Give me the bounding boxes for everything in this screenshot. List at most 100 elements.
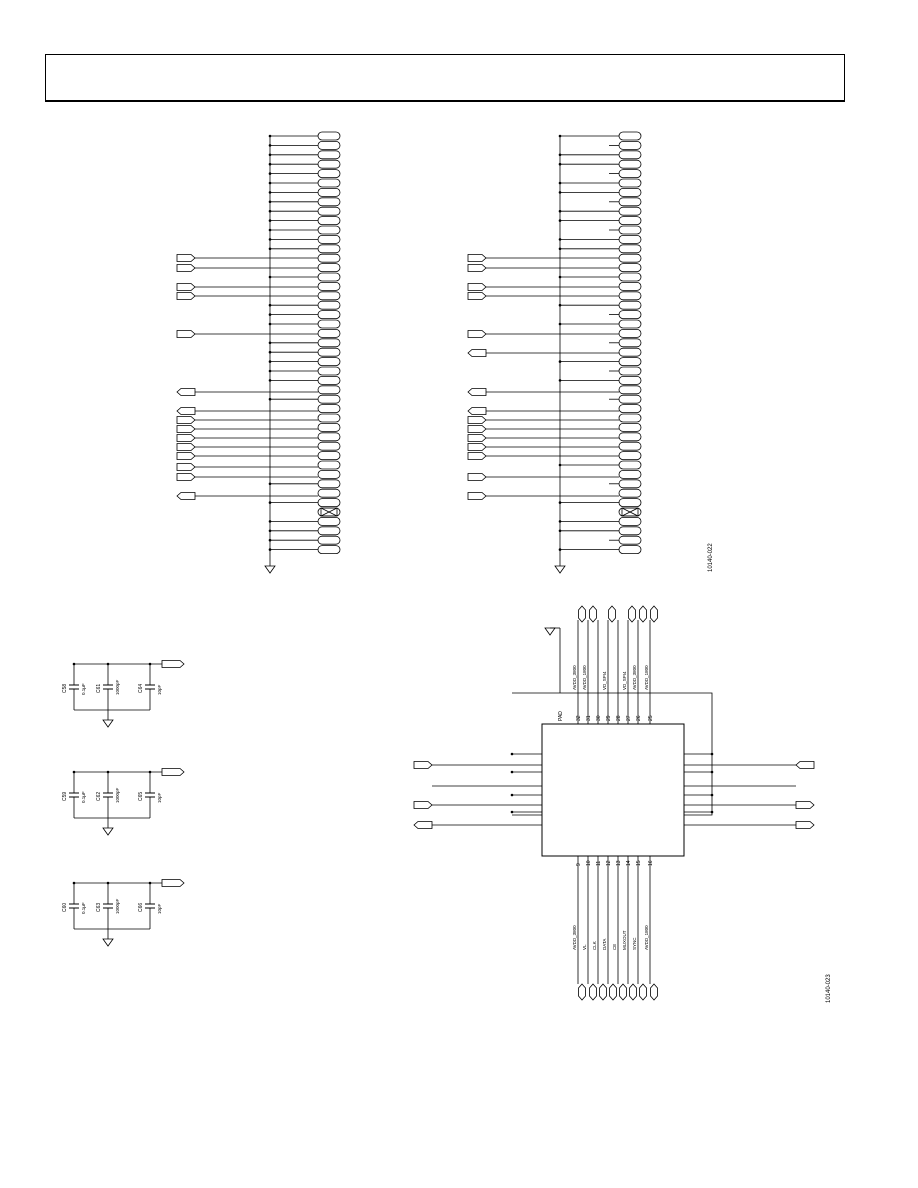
connector-pin-pad (618, 187, 642, 197)
junction-dot (268, 482, 272, 486)
off-page-connector-flag (467, 473, 487, 481)
junction-dot (558, 463, 562, 467)
pin-net-label: DATA (602, 939, 607, 950)
connector-pin-pad (317, 394, 341, 404)
connector-pin-pad (317, 498, 341, 508)
connector-pin-pad (317, 451, 341, 461)
junction-dot (268, 162, 272, 166)
connector-pin-pad (317, 140, 341, 150)
pin-number: 15 (636, 860, 642, 866)
junction-dot (510, 752, 514, 756)
connector-pin-pad (618, 488, 642, 498)
figure-id-connectors: 10140-022 (708, 543, 714, 572)
off-page-connector-flag (467, 434, 487, 442)
pin-net-label: VD_SPI4 (602, 671, 607, 690)
capacitor-value: 0.1µF (81, 683, 86, 695)
junction-dot (268, 181, 272, 185)
off-page-connector-flag (161, 660, 185, 668)
connector-pin-pad (317, 357, 341, 367)
off-page-connector-flag (639, 983, 647, 1001)
off-page-connector-flag (176, 492, 196, 500)
connector-pin-pad (618, 300, 642, 310)
connector-pin-pad (317, 178, 341, 188)
off-page-connector-flag (628, 605, 636, 623)
connector-pin-pad (317, 413, 341, 423)
pin-number: 28 (616, 715, 622, 721)
off-page-connector-flag (467, 416, 487, 424)
junction-dot (558, 209, 562, 213)
connector-pin-pad (618, 460, 642, 470)
pin-net-label: MUXOUT (622, 930, 627, 950)
connector-pin-pad (317, 310, 341, 320)
junction-dot (268, 172, 272, 175)
connector-pin-pad (317, 281, 341, 291)
junction-dot (268, 144, 272, 147)
connector-pin-pad (618, 338, 642, 348)
off-page-connector-flag (467, 349, 487, 357)
capacitor-ref: C62 (96, 792, 102, 801)
connector-pin-pad (317, 319, 341, 329)
connector-pin-pad (317, 404, 341, 414)
connector-pin-pad (317, 535, 341, 545)
connector-pin-pad (618, 366, 642, 376)
connector-pin-pad (618, 244, 642, 254)
pin-number: 32 (576, 715, 582, 721)
junction-dot (268, 322, 272, 326)
off-page-connector-flag (176, 407, 196, 415)
junction-dot (268, 538, 272, 542)
pin-net-label: VD_SPI4 (622, 671, 627, 690)
connector-pin-pad (317, 169, 341, 179)
ground-symbol (102, 719, 114, 728)
off-page-connector-flag (467, 388, 487, 396)
junction-dot (558, 360, 562, 363)
ground-symbol (102, 938, 114, 947)
connector-pin-pad (317, 187, 341, 197)
connector-pin-pad (317, 469, 341, 479)
off-page-connector-flag (161, 768, 185, 776)
connector-pin-pad (317, 338, 341, 348)
capacitor-value: 10pF (157, 792, 162, 803)
junction-dot (558, 379, 562, 382)
junction-dot (558, 548, 562, 551)
junction-dot (268, 191, 272, 194)
qfn-body (541, 723, 685, 857)
pin-number: 16 (648, 860, 654, 866)
connector-pin-pad (618, 526, 642, 536)
connector-pin-pad (618, 328, 642, 338)
junction-dot (268, 134, 272, 138)
pin-number: 11 (596, 861, 602, 866)
connector-pin-pad (317, 150, 341, 160)
pin-net-label: AVDD_1800 (644, 925, 649, 950)
junction-dot (268, 200, 272, 204)
off-page-connector-flag (176, 425, 196, 433)
pin-net-label: SYNC (632, 937, 637, 950)
capacitor-ref: C64 (138, 684, 144, 693)
ground-symbol (102, 827, 114, 836)
junction-dot (268, 529, 272, 533)
ground-symbol (544, 627, 556, 636)
off-page-connector-flag (467, 292, 487, 300)
pad-label: PAD (558, 711, 564, 721)
off-page-connector-flag (176, 283, 196, 291)
off-page-connector-flag (467, 407, 487, 415)
connector-left (176, 131, 341, 574)
connector-pin-pad (618, 375, 642, 385)
connector-pin-pad (618, 545, 642, 554)
connector-pin-pad (618, 159, 642, 169)
off-page-connector-flag (599, 983, 607, 1001)
capacitor-value: 1000pF (115, 679, 120, 695)
capacitor-ref: C59 (62, 792, 68, 801)
pin-net-label: VL (582, 944, 587, 950)
junction-dot (268, 228, 272, 232)
pin-number: 25 (648, 715, 654, 721)
connector-pin-pad (317, 300, 341, 310)
junction-dot (510, 793, 514, 797)
pin-number: 27 (626, 715, 632, 721)
connector-right (467, 131, 642, 574)
pin-number: 12 (606, 860, 612, 866)
off-page-connector-flag (176, 473, 196, 481)
connector-pin-pad (317, 244, 341, 254)
connector-pin-pad (618, 357, 642, 367)
junction-dot (710, 810, 714, 814)
